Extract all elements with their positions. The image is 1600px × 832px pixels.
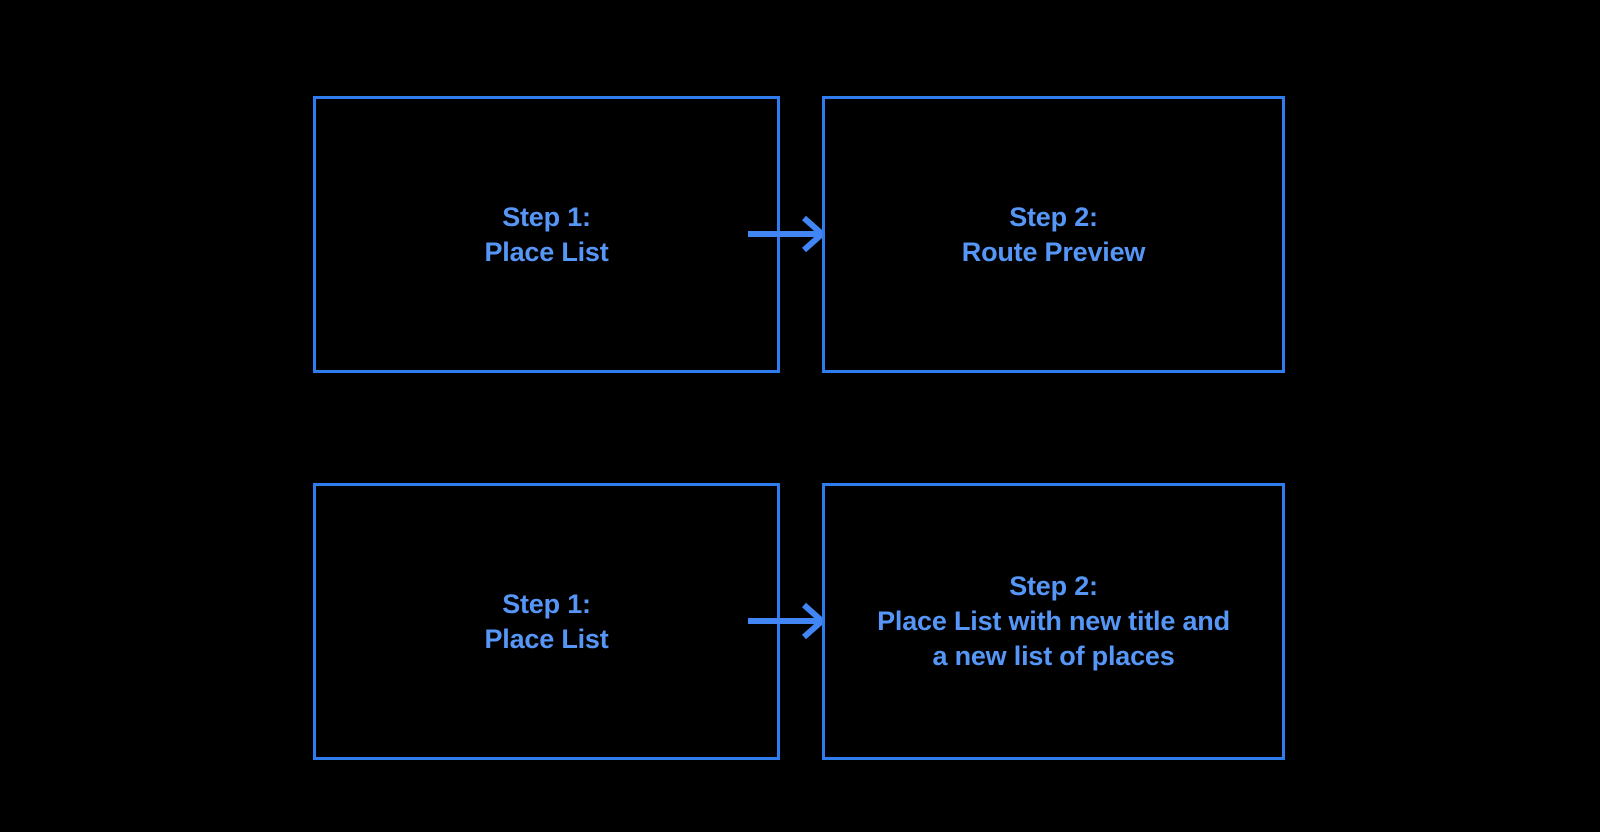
step-box-label: Step 2: Route Preview xyxy=(961,201,1146,267)
step-box-label: Step 2: Place List with new title and a … xyxy=(877,571,1230,671)
step-box-2-place-list-updated[interactable]: Step 2: Place List with new title and a … xyxy=(822,483,1285,760)
step-box-1-place-list-bottom[interactable]: Step 1: Place List xyxy=(313,483,780,760)
flow-row-place-list-update: Step 1: Place List Step 2: Place List wi… xyxy=(0,483,1600,760)
step-box-1-place-list-top[interactable]: Step 1: Place List xyxy=(313,96,780,373)
step-box-2-route-preview[interactable]: Step 2: Route Preview xyxy=(822,96,1285,373)
flow-row-route-preview: Step 1: Place List Step 2: Route Preview xyxy=(0,96,1600,373)
step-box-label: Step 1: Place List xyxy=(484,588,609,654)
step-box-label: Step 1: Place List xyxy=(484,201,609,267)
